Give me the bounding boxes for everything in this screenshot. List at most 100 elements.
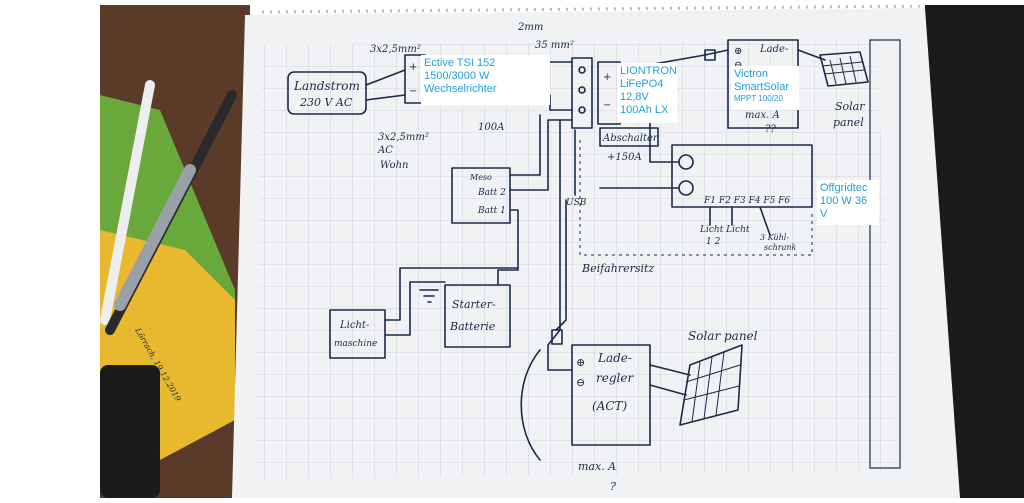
wire-mppt-solar	[797, 49, 826, 61]
lade-bottom-2: regler	[596, 371, 634, 385]
starter-battery	[444, 284, 511, 348]
ac-label: AC	[377, 145, 393, 156]
wire-act-solar	[649, 364, 691, 376]
wire-landstrom-inverter	[365, 69, 406, 86]
top-margin	[0, 0, 1024, 5]
landstrom-voltage: 230 V AC	[299, 96, 353, 109]
booster-box	[451, 167, 511, 224]
fusebox	[671, 144, 813, 208]
mppt-label-line1: Victron	[734, 68, 769, 80]
q-bottom: ?	[610, 480, 616, 493]
schrank-text: schrank	[764, 243, 796, 252]
wire-landstrom-inverter-2	[365, 94, 406, 101]
booster-line1: Meso	[469, 173, 492, 182]
act-minus: ⊖	[576, 376, 585, 389]
starter-line2: Batterie	[449, 320, 496, 333]
starter-line1: Starter-	[452, 298, 496, 311]
wire-booster-starter	[497, 209, 519, 286]
wire-act-solar-2	[649, 384, 687, 396]
wire-lima-starter	[384, 267, 519, 321]
cable-top-label: 3x2,5mm²	[370, 44, 421, 55]
mppt-plus: ⊕	[734, 46, 742, 57]
busbar	[571, 57, 593, 129]
inverter-label-line3: Wechselrichter	[424, 83, 497, 95]
usb-text: USB	[566, 198, 587, 208]
fuse-labels: F1 F2 F3 F4 F5 F6	[703, 196, 790, 206]
act-controller	[571, 344, 651, 446]
max-a-top-text: max. A	[745, 110, 780, 121]
cable-2mm-label: 2mm	[517, 22, 543, 33]
inverter-label-line2: 1500/3000 W	[424, 70, 490, 82]
fusebox-label-line1: Offgridtec	[820, 182, 868, 194]
ground-symbol	[419, 289, 439, 303]
mppt-label-line2: SmartSolar	[734, 81, 790, 93]
solar-panel-bottom-grid	[683, 351, 741, 423]
battery-label-line3: 12,8V	[620, 91, 649, 103]
battery-label-line1: LIONTRON	[620, 65, 677, 77]
solar-top-text-2: panel	[833, 116, 864, 129]
landstrom-box	[287, 71, 367, 115]
fusebox-label: Offgridtec 100 W 36 V	[817, 180, 879, 225]
margin-column	[869, 39, 901, 469]
lade-bottom-3: (ACT)	[592, 399, 628, 413]
silver-pen-body	[114, 164, 196, 311]
lade-top-text: Lade-	[759, 44, 789, 55]
max-a-bottom: max. A	[578, 460, 616, 473]
lade-bottom-1: Lade-	[597, 351, 632, 365]
cable-35-label: 35 mm²	[535, 40, 574, 51]
wire-booster-bus-2	[509, 114, 541, 176]
mppt-label-line3: MPPT 100/20	[734, 94, 783, 103]
fusebox-label-line2: 100 W 36 V	[820, 195, 868, 220]
booster-line2: Batt 2	[477, 188, 506, 198]
lima-line2: maschine	[334, 339, 377, 349]
mppt-minus: ⊖	[734, 60, 742, 71]
solar-panel-top-grid	[821, 55, 865, 85]
landstrom-text: Landstrom	[293, 79, 360, 93]
lima-line1: Licht-	[339, 320, 370, 331]
solar-bottom-text: Solar panel	[688, 329, 758, 343]
busbar-terminal-3	[578, 106, 586, 114]
wire-bus-act	[547, 119, 573, 371]
left-margin	[0, 0, 100, 498]
fuse-outputs	[709, 206, 771, 236]
inverter-minus: −	[409, 86, 417, 97]
white-pen	[100, 80, 155, 325]
abschalter-text: Abschalter	[602, 133, 659, 144]
solar-top-text-1: Solar	[835, 100, 865, 113]
a150-text: +150A	[607, 152, 642, 163]
inverter-label: Ective TSI 152 1500/3000 W Wechselrichte…	[421, 55, 550, 105]
kuehl-text: 3 Kühl-	[760, 233, 789, 242]
act-plus: ⊕	[576, 356, 585, 369]
battery-minus: −	[603, 100, 611, 111]
booster-line3: Batt 1	[477, 206, 506, 216]
mppt-fuse	[704, 49, 716, 61]
licht-nums: 1 2	[706, 237, 721, 247]
act-fuse	[551, 329, 563, 345]
solar-panel-top	[819, 51, 869, 87]
beifahrersitz-text: Beifahrersitz	[581, 262, 654, 275]
lichtmaschine-box	[329, 309, 386, 359]
a100-label: 100A	[478, 122, 504, 133]
mppt-label: Victron SmartSolar MPPT 100/20	[731, 66, 799, 110]
wire-lima-starter-2	[384, 281, 446, 336]
arrow-curve	[520, 349, 541, 461]
battery-plus: +	[603, 72, 611, 83]
inverter-plus: +	[409, 62, 417, 73]
abschalter-box	[599, 127, 659, 147]
battery-label: LIONTRON LiFePO4 12,8V 100Ah LX	[617, 63, 677, 123]
seat-outline	[579, 140, 813, 256]
solar-panel-bottom	[679, 344, 743, 426]
grid-area	[255, 40, 900, 480]
wire-bus-act-2	[555, 199, 567, 331]
battery-label-line4: 100Ah LX	[620, 104, 669, 116]
inverter-label-line1: Ective TSI 152	[424, 57, 496, 69]
cable-bottom-label: 3x2,5mm²	[378, 132, 429, 143]
wohn-label: Wohn	[380, 160, 409, 171]
q-top-text: ??	[765, 124, 776, 135]
phone	[100, 365, 160, 498]
busbar-terminal-1	[578, 66, 586, 74]
licht-text: Licht Licht	[699, 225, 750, 235]
spiral-binding	[261, 4, 926, 14]
